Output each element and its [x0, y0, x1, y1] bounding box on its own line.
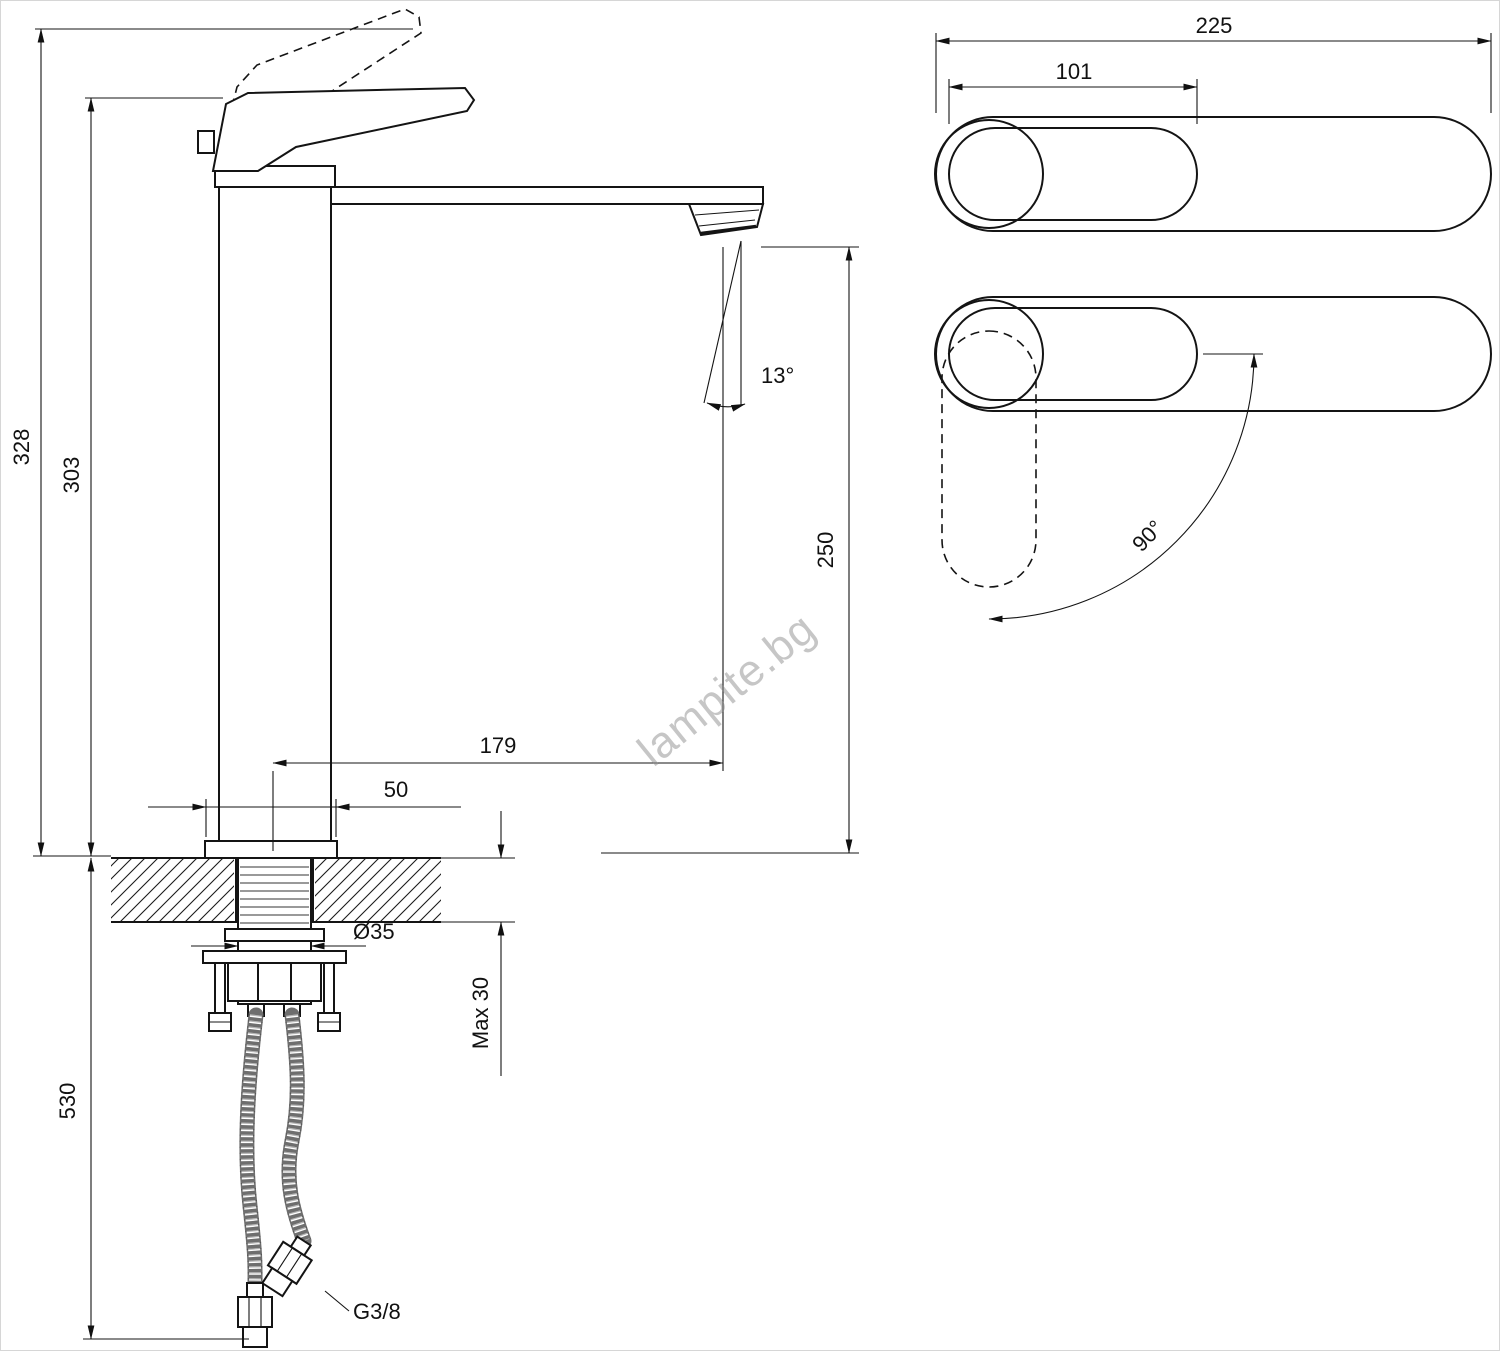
outlet-height-label: 250 — [813, 532, 838, 569]
hose-thread-label: G3/8 — [353, 1299, 401, 1324]
front-view: G3/8 328 303 530 179 — [9, 8, 859, 1348]
dim-total-length: 225 — [935, 13, 1492, 113]
dim-body-height: 303 — [59, 97, 223, 857]
hose-fitting-bottom — [237, 1282, 273, 1348]
mounting-hardware — [202, 928, 347, 1032]
hose-fitting-side — [260, 1235, 314, 1298]
handle-length-label: 101 — [1056, 59, 1093, 84]
dim-max-deck-thickness: Max 30 — [441, 811, 515, 1076]
dim-hole-diameter: Ø35 — [191, 919, 395, 950]
spout-angle-label: 13° — [761, 363, 794, 388]
handle-lever — [197, 86, 476, 172]
dim-handle-length: 101 — [948, 59, 1198, 124]
top-view-position-2: 90° — [934, 296, 1492, 623]
dim-spout-reach: 179 — [272, 247, 724, 851]
dim-total-height: 328 — [9, 28, 413, 857]
base-width-label: 50 — [384, 777, 408, 802]
dim-base-width: 50 — [148, 777, 461, 837]
flexible-supply-hoses — [239, 1007, 312, 1293]
base-flange — [204, 840, 338, 859]
dim-hose-thread: G3/8 — [324, 1290, 401, 1324]
dim-spout-angle: 13° — [703, 240, 794, 412]
below-deck-height-label: 530 — [55, 1083, 80, 1120]
spout-reach-label: 179 — [480, 733, 517, 758]
watermark-text: lampite.bg — [629, 604, 825, 776]
swivel-angle-label: 90° — [1127, 515, 1168, 556]
countertop-section — [111, 857, 441, 923]
top-view-position-1: 225 101 — [934, 13, 1492, 232]
max-deck-thickness-label: Max 30 — [468, 977, 493, 1049]
dim-outlet-height: 250 — [601, 246, 859, 854]
dim-below-deck-height: 530 — [55, 857, 249, 1340]
faucet-body — [218, 186, 765, 842]
hole-diameter-label: Ø35 — [353, 919, 395, 944]
handle-raised-phantom-outline — [219, 8, 422, 152]
total-height-label: 328 — [9, 429, 34, 466]
body-height-label: 303 — [59, 457, 84, 494]
total-length-label: 225 — [1196, 13, 1233, 38]
